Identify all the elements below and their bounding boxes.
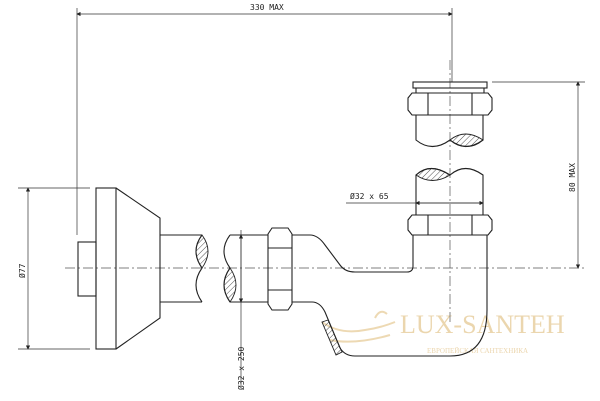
vertical-pipe-upper bbox=[415, 115, 484, 148]
dimension-label-height: 80 MAX bbox=[568, 163, 577, 192]
dimension-overall-width: 330 MAX bbox=[76, 3, 453, 235]
siphon-body bbox=[292, 234, 488, 357]
horizontal-pipe bbox=[160, 234, 268, 303]
wall-flange bbox=[77, 187, 161, 350]
dimension-vertical-pipe: Ø32 x 65 bbox=[346, 191, 484, 206]
watermark-logo: LUX-SANTEH ЕВРОПЕЙСКАЯ САНТЕХНИКА bbox=[321, 310, 565, 355]
upper-nut bbox=[407, 81, 493, 116]
watermark-brand: LUX-SANTEH bbox=[400, 310, 565, 339]
dimension-horizontal-pipe: Ø32 x 250 bbox=[236, 230, 246, 390]
dimension-label-vertical-pipe: Ø32 x 65 bbox=[350, 191, 389, 201]
dimension-flange-diameter: Ø77 bbox=[17, 187, 90, 350]
lower-vertical-nut bbox=[407, 214, 493, 236]
dimension-label-horizontal-pipe: Ø32 x 250 bbox=[236, 346, 246, 390]
dimension-label-overall-width: 330 MAX bbox=[250, 3, 284, 12]
dimension-label-flange-diameter: Ø77 bbox=[17, 263, 27, 278]
vertical-pipe-lower bbox=[415, 167, 484, 215]
dimension-height: 80 MAX bbox=[492, 81, 585, 269]
horizontal-nut bbox=[267, 227, 293, 311]
watermark-tagline: ЕВРОПЕЙСКАЯ САНТЕХНИКА bbox=[427, 347, 528, 355]
